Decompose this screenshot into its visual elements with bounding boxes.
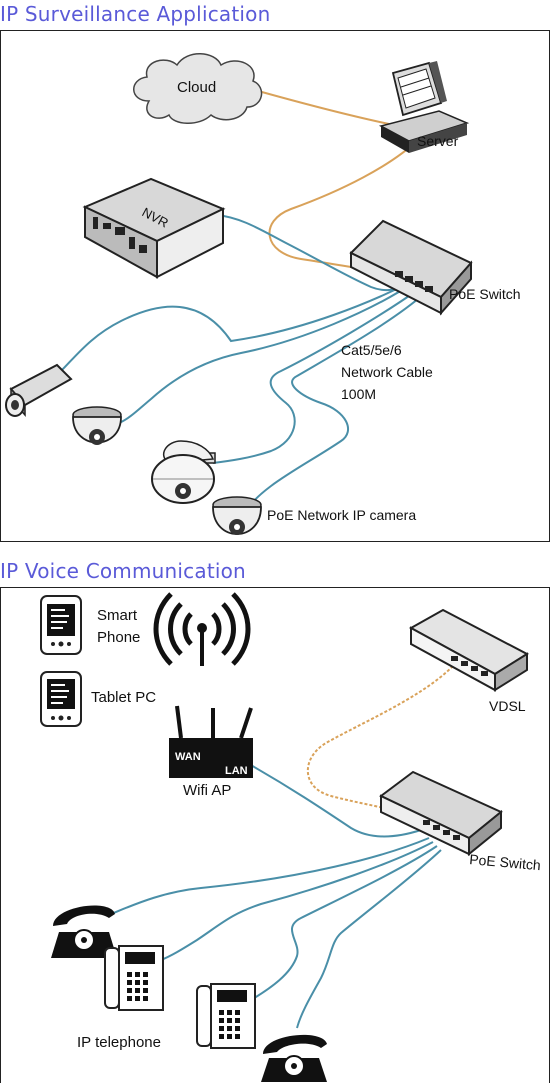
server-icon [378,61,470,153]
vdsl-label: VDSL [489,698,526,714]
cable-vdsl-switch [306,665,454,819]
wireless-signal-center-icon [197,623,207,633]
poe-switch-label: PoE Switch [449,286,521,302]
cloud-label: Cloud [177,79,216,96]
smart-phone-label-line1: Smart [97,607,138,624]
ptz-camera-icon [151,440,216,504]
poe-switch-icon-2 [379,770,503,857]
ip-camera-icon [212,496,262,535]
smart-phone-label-line2: Phone [97,629,140,646]
cable-server-switch [268,138,420,274]
smart-phone-icon [40,595,82,655]
wan-label: WAN [175,751,201,763]
nvr-icon [82,177,226,279]
section-title-voice: IP Voice Communication [0,559,246,583]
wireless-signal-icon [153,592,251,666]
voice-diagram: Smart Phone Tablet PC WAN LAN Wifi AP [0,587,550,1083]
voice-diagram-svg: Smart Phone Tablet PC WAN LAN Wifi AP [40,592,542,1082]
server-label: Server [417,133,459,149]
cable-wifi-switch [248,763,422,838]
poe-switch-icon [349,219,473,316]
cable-switch-box-camera [60,276,422,372]
ip-telephone-icon-2 [196,983,256,1049]
box-camera-icon [5,363,73,417]
cable-switch-ip-camera [248,292,426,508]
cable-cloud-server [250,88,390,125]
cable-label-line3: 100M [341,386,376,402]
tablet-label: Tablet PC [91,689,156,706]
lan-label: LAN [225,765,248,777]
tablet-icon [40,671,82,727]
ip-telephone-icon [104,945,164,1011]
cable-switch-phone1 [110,837,430,915]
cable-label-line2: Network Cable [341,364,433,380]
vdsl-icon [408,608,530,692]
surveillance-diagram-svg: Cloud Server NVR [5,53,521,535]
cable-switch-ptz-camera [212,288,420,464]
wifi-ap-label: Wifi AP [183,782,231,799]
camera-label: PoE Network IP camera [267,507,416,523]
section-title-surveillance: IP Surveillance Application [0,2,271,26]
cable-switch-phone3 [250,845,438,1001]
cable-switch-phone2 [160,841,434,961]
rotary-phone-icon-2 [261,1034,327,1082]
cable-label-line1: Cat5/5e/6 [341,342,402,358]
cable-switch-phone4 [296,849,442,1029]
rotary-phone-icon [51,905,117,958]
surveillance-diagram: Cloud Server NVR [0,30,550,542]
ip-telephone-label: IP telephone [77,1034,161,1051]
cloud-icon [133,53,263,124]
dome-camera-icon [72,406,122,445]
cable-switch-dome-camera [118,282,414,424]
poe-switch-label-2: PoE Switch [469,851,542,873]
wifi-ap-icon [169,705,253,778]
cable-nvr-switch [215,214,412,292]
